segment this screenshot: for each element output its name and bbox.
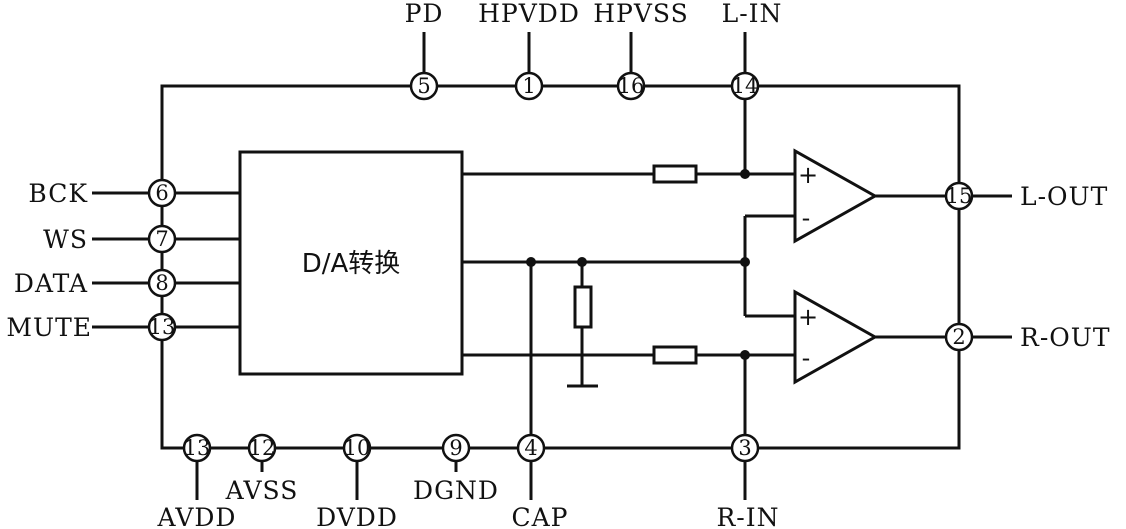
svg-text:4: 4 xyxy=(524,436,537,460)
svg-text:CAP: CAP xyxy=(511,503,568,529)
pin-right-r-out: 2 R-OUT xyxy=(944,322,1111,352)
pin-bottom-avdd: 13 AVDD xyxy=(157,433,237,529)
opamp-left-plus: + xyxy=(798,161,818,189)
svg-text:3: 3 xyxy=(738,436,751,460)
svg-text:DATA: DATA xyxy=(14,269,88,298)
pin-top-pd: 5 PD xyxy=(405,0,444,101)
svg-text:7: 7 xyxy=(155,227,168,251)
svg-text:R-IN: R-IN xyxy=(716,503,779,529)
pin-bottom-dgnd: 9 DGND xyxy=(413,433,499,505)
svg-text:2: 2 xyxy=(952,325,965,349)
svg-text:1: 1 xyxy=(522,74,535,98)
svg-text:13: 13 xyxy=(184,436,211,460)
svg-text:AVDD: AVDD xyxy=(157,503,237,529)
pin-left-ws: 7 WS xyxy=(43,224,240,254)
opamp-left-minus: - xyxy=(802,204,811,232)
svg-text:PD: PD xyxy=(405,0,444,28)
pin-left-mute: 13 MUTE xyxy=(6,312,240,342)
svg-text:16: 16 xyxy=(618,74,645,98)
pin-right-l-out: 15 L-OUT xyxy=(944,181,1108,211)
opamp-right-plus: + xyxy=(798,303,818,331)
ic-outline xyxy=(160,84,961,450)
svg-text:6: 6 xyxy=(155,181,168,205)
svg-text:BCK: BCK xyxy=(28,179,88,208)
pin-left-bck: 6 BCK xyxy=(28,178,240,208)
opamp-right: + - xyxy=(793,289,879,385)
svg-text:HPVSS: HPVSS xyxy=(593,0,689,28)
pin-left-data: 8 DATA xyxy=(14,268,240,298)
svg-text:DGND: DGND xyxy=(413,476,499,505)
svg-text:HPVDD: HPVDD xyxy=(478,0,580,28)
svg-text:DVDD: DVDD xyxy=(316,503,398,529)
resistor-vertical xyxy=(573,285,593,329)
resistor-left xyxy=(652,164,698,184)
svg-text:14: 14 xyxy=(732,74,759,98)
pin-top-hpvss: 16 HPVSS xyxy=(593,0,689,101)
svg-text:13: 13 xyxy=(149,315,176,339)
pin-bottom-cap: 4 CAP xyxy=(511,433,568,529)
pin-bottom-r-in: 3 R-IN xyxy=(716,433,779,529)
svg-text:5: 5 xyxy=(417,74,430,98)
resistor-right xyxy=(652,345,698,365)
pin-top-l-in: 14 L-IN xyxy=(722,0,783,101)
svg-text:12: 12 xyxy=(249,436,276,460)
svg-text:8: 8 xyxy=(155,271,168,295)
svg-text:WS: WS xyxy=(43,225,88,254)
opamp-right-minus: - xyxy=(802,344,811,372)
svg-text:L-IN: L-IN xyxy=(722,0,783,28)
svg-text:MUTE: MUTE xyxy=(6,313,92,342)
svg-text:15: 15 xyxy=(946,184,973,208)
svg-text:10: 10 xyxy=(344,436,371,460)
da-converter-label: D/A转换 xyxy=(302,249,401,279)
svg-text:9: 9 xyxy=(449,436,462,460)
pin-top-hpvdd: 1 HPVDD xyxy=(478,0,580,101)
pin-bottom-avss: 12 AVSS xyxy=(225,433,299,505)
svg-text:L-OUT: L-OUT xyxy=(1020,182,1108,211)
opamp-left: + - xyxy=(793,148,879,244)
pin-bottom-dvdd: 10 DVDD xyxy=(316,433,398,529)
svg-text:R-OUT: R-OUT xyxy=(1020,323,1111,352)
svg-text:AVSS: AVSS xyxy=(225,476,299,505)
